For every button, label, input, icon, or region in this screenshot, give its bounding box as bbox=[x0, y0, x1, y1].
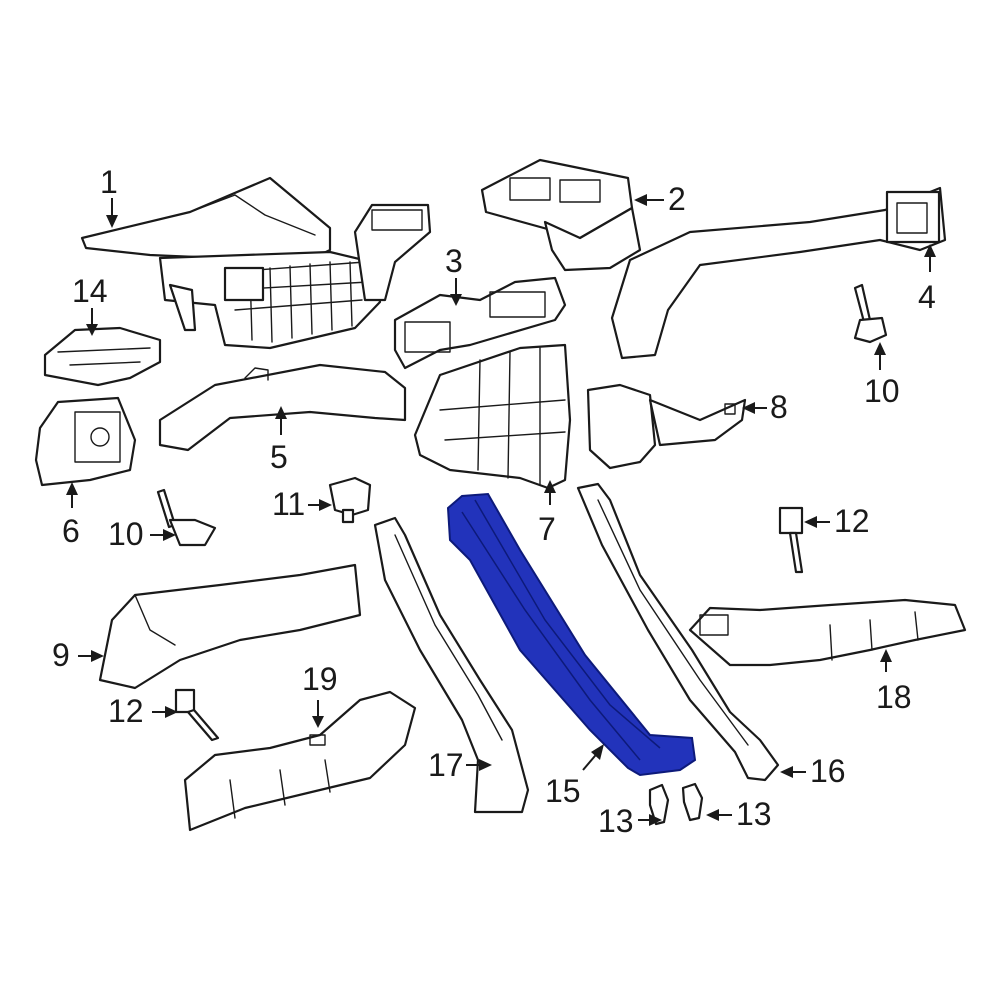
callout-3: 3 bbox=[445, 243, 463, 306]
callout-15: 15 bbox=[545, 744, 604, 809]
callout-11: 11 bbox=[272, 486, 332, 522]
part-6-vent-housing[interactable] bbox=[34, 396, 137, 487]
callout-13b: 13 bbox=[706, 796, 772, 832]
svg-text:17: 17 bbox=[428, 747, 464, 783]
svg-text:8: 8 bbox=[770, 389, 788, 425]
callout-8: 8 bbox=[742, 389, 788, 425]
callout-9: 9 bbox=[52, 637, 104, 673]
svg-text:11: 11 bbox=[272, 486, 305, 522]
svg-text:9: 9 bbox=[52, 637, 70, 673]
part-3-distribution-bracket[interactable] bbox=[393, 276, 567, 370]
svg-text:1: 1 bbox=[100, 164, 118, 200]
callout-10a: 10 bbox=[864, 342, 900, 409]
part-15-rear-floor-duct[interactable] bbox=[446, 492, 697, 777]
svg-text:10: 10 bbox=[108, 516, 144, 552]
callout-1: 1 bbox=[100, 164, 118, 228]
svg-text:7: 7 bbox=[538, 511, 556, 547]
svg-text:13: 13 bbox=[598, 803, 634, 839]
part-10-sensor-upper[interactable] bbox=[853, 283, 888, 344]
svg-text:5: 5 bbox=[270, 439, 288, 475]
part-4-side-duct[interactable] bbox=[610, 186, 947, 360]
svg-text:12: 12 bbox=[834, 503, 870, 539]
part-5-center-duct[interactable] bbox=[158, 363, 407, 452]
callout-12a: 12 bbox=[804, 503, 870, 539]
callout-13a: 13 bbox=[598, 803, 662, 839]
svg-text:3: 3 bbox=[445, 243, 463, 279]
part-14-control-module[interactable] bbox=[43, 326, 162, 387]
part-9-left-floor-duct[interactable] bbox=[98, 563, 362, 690]
svg-text:15: 15 bbox=[545, 773, 581, 809]
svg-text:10: 10 bbox=[864, 373, 900, 409]
part-11-actuator[interactable] bbox=[328, 476, 372, 524]
callout-12b: 12 bbox=[108, 693, 178, 729]
callout-6: 6 bbox=[62, 482, 80, 549]
svg-text:18: 18 bbox=[876, 679, 912, 715]
part-7-multichannel-duct[interactable] bbox=[413, 343, 572, 490]
part-10-sensor-left[interactable] bbox=[156, 488, 217, 547]
part-16-right-long-duct[interactable] bbox=[576, 482, 780, 782]
svg-text:4: 4 bbox=[918, 279, 936, 315]
svg-text:14: 14 bbox=[72, 273, 108, 309]
part-2-upper-outlet[interactable] bbox=[480, 158, 642, 272]
part-13-clip-left[interactable] bbox=[648, 783, 670, 826]
callout-7: 7 bbox=[538, 480, 556, 547]
callout-5: 5 bbox=[270, 406, 288, 475]
callout-4: 4 bbox=[918, 244, 936, 315]
callout-19: 19 bbox=[302, 661, 338, 728]
part-17-left-long-duct[interactable] bbox=[373, 516, 530, 814]
part-12-sensor-right[interactable] bbox=[778, 506, 804, 574]
part-18-right-floor-outlet[interactable] bbox=[688, 598, 967, 667]
svg-text:13: 13 bbox=[736, 796, 772, 832]
svg-text:19: 19 bbox=[302, 661, 338, 697]
callout-18: 18 bbox=[876, 649, 912, 715]
svg-text:16: 16 bbox=[810, 753, 846, 789]
callout-14: 14 bbox=[72, 273, 108, 336]
callout-17: 17 bbox=[428, 747, 492, 783]
svg-text:6: 6 bbox=[62, 513, 80, 549]
part-8-outlet-bracket[interactable] bbox=[586, 383, 747, 470]
part-12-sensor-left[interactable] bbox=[174, 688, 220, 742]
callout-10b: 10 bbox=[108, 516, 176, 552]
callout-16: 16 bbox=[780, 753, 846, 789]
svg-text:2: 2 bbox=[668, 181, 686, 217]
part-13-clip-right[interactable] bbox=[681, 782, 704, 822]
svg-text:12: 12 bbox=[108, 693, 144, 729]
part-19-left-floor-outlet[interactable] bbox=[183, 690, 417, 832]
part-1-hvac-housing[interactable] bbox=[80, 176, 432, 350]
callout-2: 2 bbox=[634, 181, 686, 217]
